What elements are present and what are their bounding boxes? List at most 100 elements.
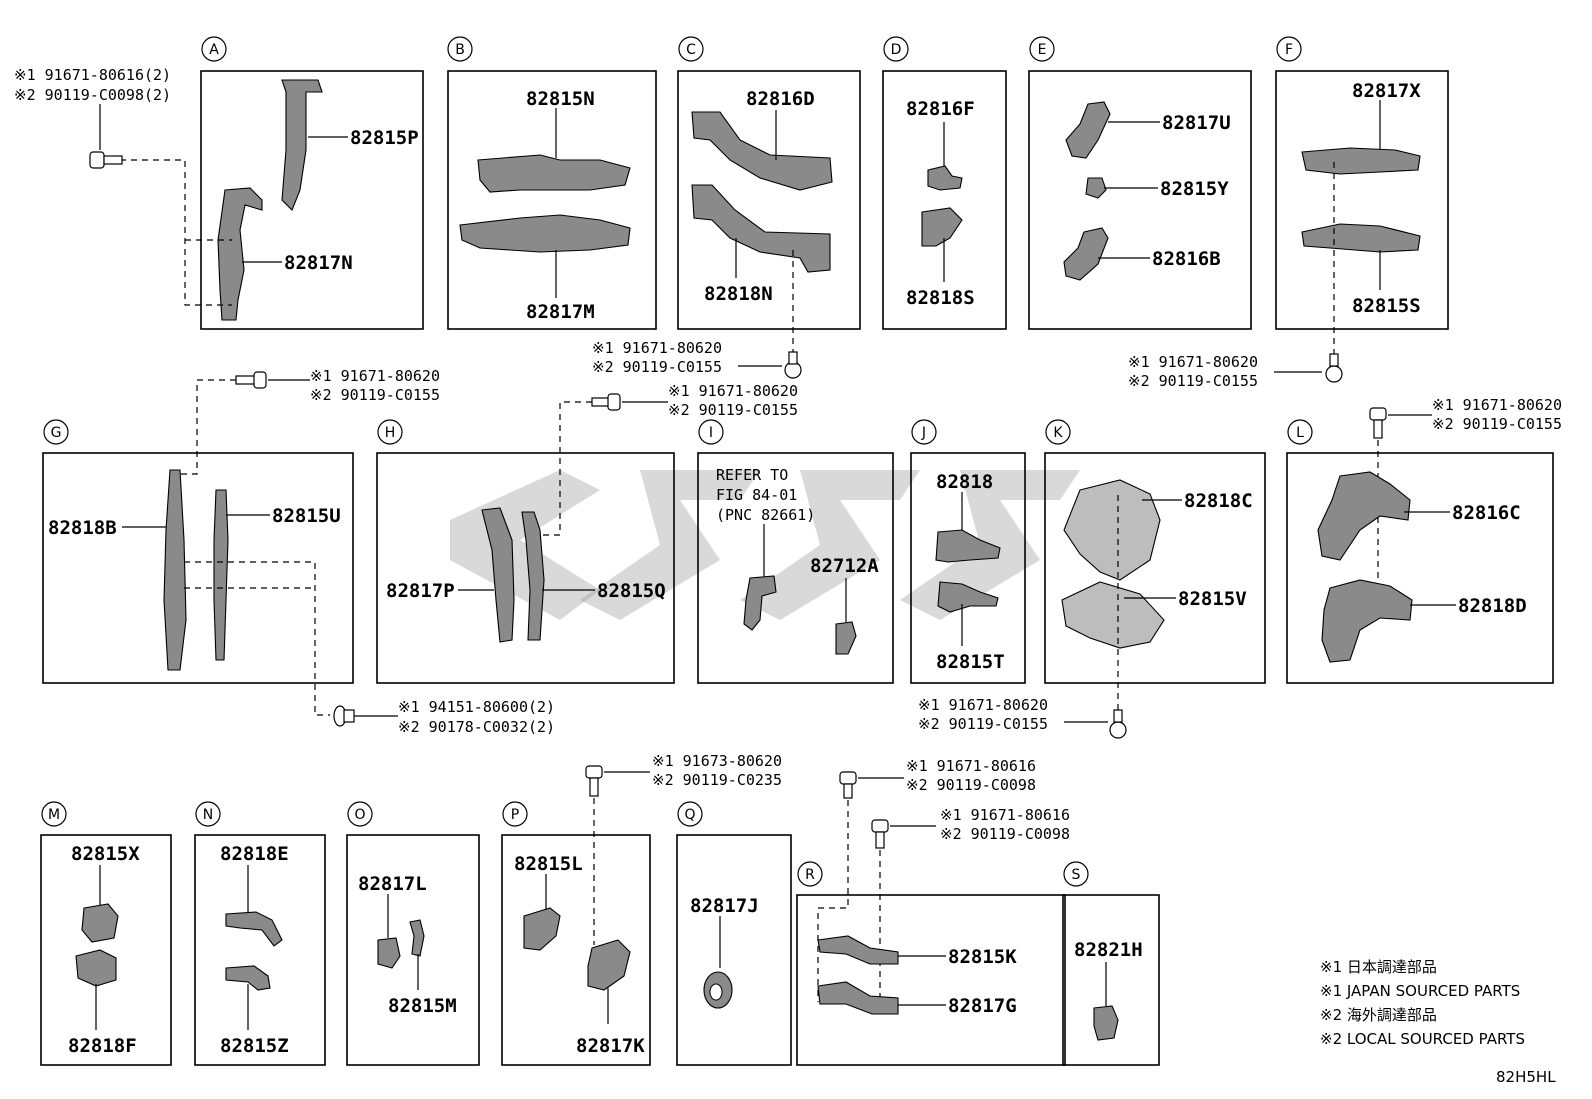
figure-code: 82H5HL: [1496, 1068, 1556, 1086]
fastener-label: ※2 90119-C0098: [906, 776, 1036, 794]
bolt-icon: [89, 151, 123, 169]
section-letter: M: [48, 807, 60, 823]
part-82815X-shape: [81, 903, 119, 943]
part-label-82815X: 82815X: [71, 843, 140, 865]
part-82815Y-shape: [1085, 177, 1107, 199]
refer-note: REFER TO: [716, 466, 788, 484]
section-S: S 82821H: [1062, 861, 1160, 1066]
fastener-label: ※2 90119-C0098: [940, 825, 1070, 843]
part-82818N-shape: [691, 184, 831, 273]
bolt-icon: [1369, 407, 1387, 439]
fastener-h: ※1 91671-80620 ※2 90119-C0155: [536, 382, 798, 536]
part-82815K-shape: [817, 935, 899, 965]
part-label-82817N: 82817N: [284, 252, 353, 274]
part-82817U-shape: [1065, 101, 1111, 159]
part-label-82817M: 82817M: [526, 301, 595, 323]
legend-item: ※1 日本調達部品: [1320, 958, 1437, 976]
fastener-g2: ※1 94151-80600(2) ※2 90178-C0032(2): [333, 698, 555, 736]
part-82712A-shape: [835, 621, 857, 655]
fastener-label: ※1 91673-80620: [652, 752, 782, 770]
fastener-label: ※1 91671-80616(2): [14, 66, 171, 84]
part-82821H-shape: [1093, 1005, 1119, 1041]
section-letter: C: [686, 42, 696, 58]
section-H: H 82817P 82815Q: [376, 419, 675, 684]
fastener-label: ※2 90178-C0032(2): [398, 718, 555, 736]
part-label-82815L: 82815L: [514, 853, 583, 875]
part-82815S-shape: [1301, 223, 1421, 253]
fastener-label: ※1 91671-80616: [940, 806, 1070, 824]
part-label-82815S: 82815S: [1352, 295, 1421, 317]
section-letter: A: [209, 42, 219, 58]
part-82818S-shape: [921, 207, 963, 247]
part-label-82816F: 82816F: [906, 98, 975, 120]
section-A: A 82815P 82817N: [120, 36, 424, 330]
part-label-82818S: 82818S: [906, 287, 975, 309]
part-label-82712A: 82712A: [810, 555, 879, 577]
section-letter-circle: [201, 36, 227, 62]
part-label-82815K: 82815K: [948, 946, 1017, 968]
part-label-82815P: 82815P: [350, 127, 419, 149]
part-label-82815Y: 82815Y: [1160, 178, 1229, 200]
fastener-label: ※2 90119-C0155: [918, 715, 1048, 733]
part-82815Z-shape: [225, 965, 271, 991]
part-82815N-shape: [477, 154, 631, 193]
fastener-label: ※2 90119-C0155: [310, 386, 440, 404]
section-L: L 82816C 82818D: [1286, 419, 1554, 684]
part-label-82815Z: 82815Z: [220, 1035, 289, 1057]
fastener-g: ※1 91671-80620 ※2 90119-C0155: [174, 367, 440, 475]
part-label-82817U: 82817U: [1162, 112, 1231, 134]
section-letter: N: [203, 807, 213, 823]
section-letter: O: [354, 807, 365, 823]
fastener-label: ※2 90119-C0155: [668, 401, 798, 419]
part-label-82818D: 82818D: [1458, 595, 1527, 617]
part-label-82815U: 82815U: [272, 505, 341, 527]
bolt-icon: [1109, 709, 1127, 739]
part-label-82821H: 82821H: [1074, 939, 1143, 961]
fastener-a: ※1 91671-80616(2) ※2 90119-C0098(2): [14, 66, 171, 169]
section-K: K 82818C 82815V: [1044, 419, 1266, 712]
part-label-82815M: 82815M: [388, 995, 457, 1017]
section-letter: R: [805, 867, 815, 883]
bolt-icon: [871, 819, 889, 849]
section-I: I REFER TO FIG 84-01 (PNC 82661) 82712A: [697, 419, 894, 684]
part-82661-shape: [743, 575, 777, 631]
part-82817L-shape: [377, 937, 401, 969]
part-82815T-shape: [937, 581, 999, 613]
part-label-82815Q: 82815Q: [597, 580, 666, 602]
fastener-r: ※1 91671-80616 ※2 90119-C0098 ※1 91671-8…: [817, 757, 1070, 1002]
section-B: B 82815N 82817M: [447, 36, 657, 330]
fastener-label: ※2 90119-C0098(2): [14, 86, 171, 104]
section-letter: J: [921, 425, 926, 441]
section-O: O 82817L 82815M: [346, 801, 480, 1066]
part-label-82816D: 82816D: [746, 88, 815, 110]
part-82818B-shape: [163, 469, 187, 671]
fastener-label: ※1 91671-80620: [918, 696, 1048, 714]
bolt-icon: [839, 771, 857, 799]
section-R: R 82815K 82817G: [796, 861, 1066, 1066]
section-G: G 82818B 82815U: [42, 419, 354, 716]
part-label-82817J: 82817J: [690, 895, 759, 917]
bolt-icon: [585, 765, 603, 797]
legend-item: ※2 海外調達部品: [1320, 1006, 1437, 1024]
section-letter: D: [891, 42, 902, 58]
section-P: P 82815L 82817K: [501, 801, 651, 1066]
section-E: E 82817U 82815Y 82816B: [1028, 36, 1252, 330]
fastener-label: ※1 91671-80620: [1432, 396, 1562, 414]
part-82816B-shape: [1063, 227, 1109, 281]
section-letter: S: [1072, 867, 1081, 883]
part-label-82816B: 82816B: [1152, 248, 1221, 270]
part-82815U-shape: [213, 489, 229, 661]
fastener-label: ※1 91671-80616: [906, 757, 1036, 775]
section-F: F 82817X 82815S: [1275, 36, 1449, 355]
part-82817G-shape: [817, 981, 899, 1015]
part-label-82815T: 82815T: [936, 651, 1005, 673]
bolt-icon: [333, 705, 355, 727]
section-letter: P: [511, 807, 519, 823]
refer-note: FIG 84-01: [716, 486, 797, 504]
fastener-label: ※1 91671-80620: [592, 339, 722, 357]
part-82818E-shape: [225, 911, 283, 947]
bolt-icon: [235, 371, 267, 389]
section-letter: K: [1053, 425, 1063, 441]
part-82818-shape: [935, 529, 1001, 563]
